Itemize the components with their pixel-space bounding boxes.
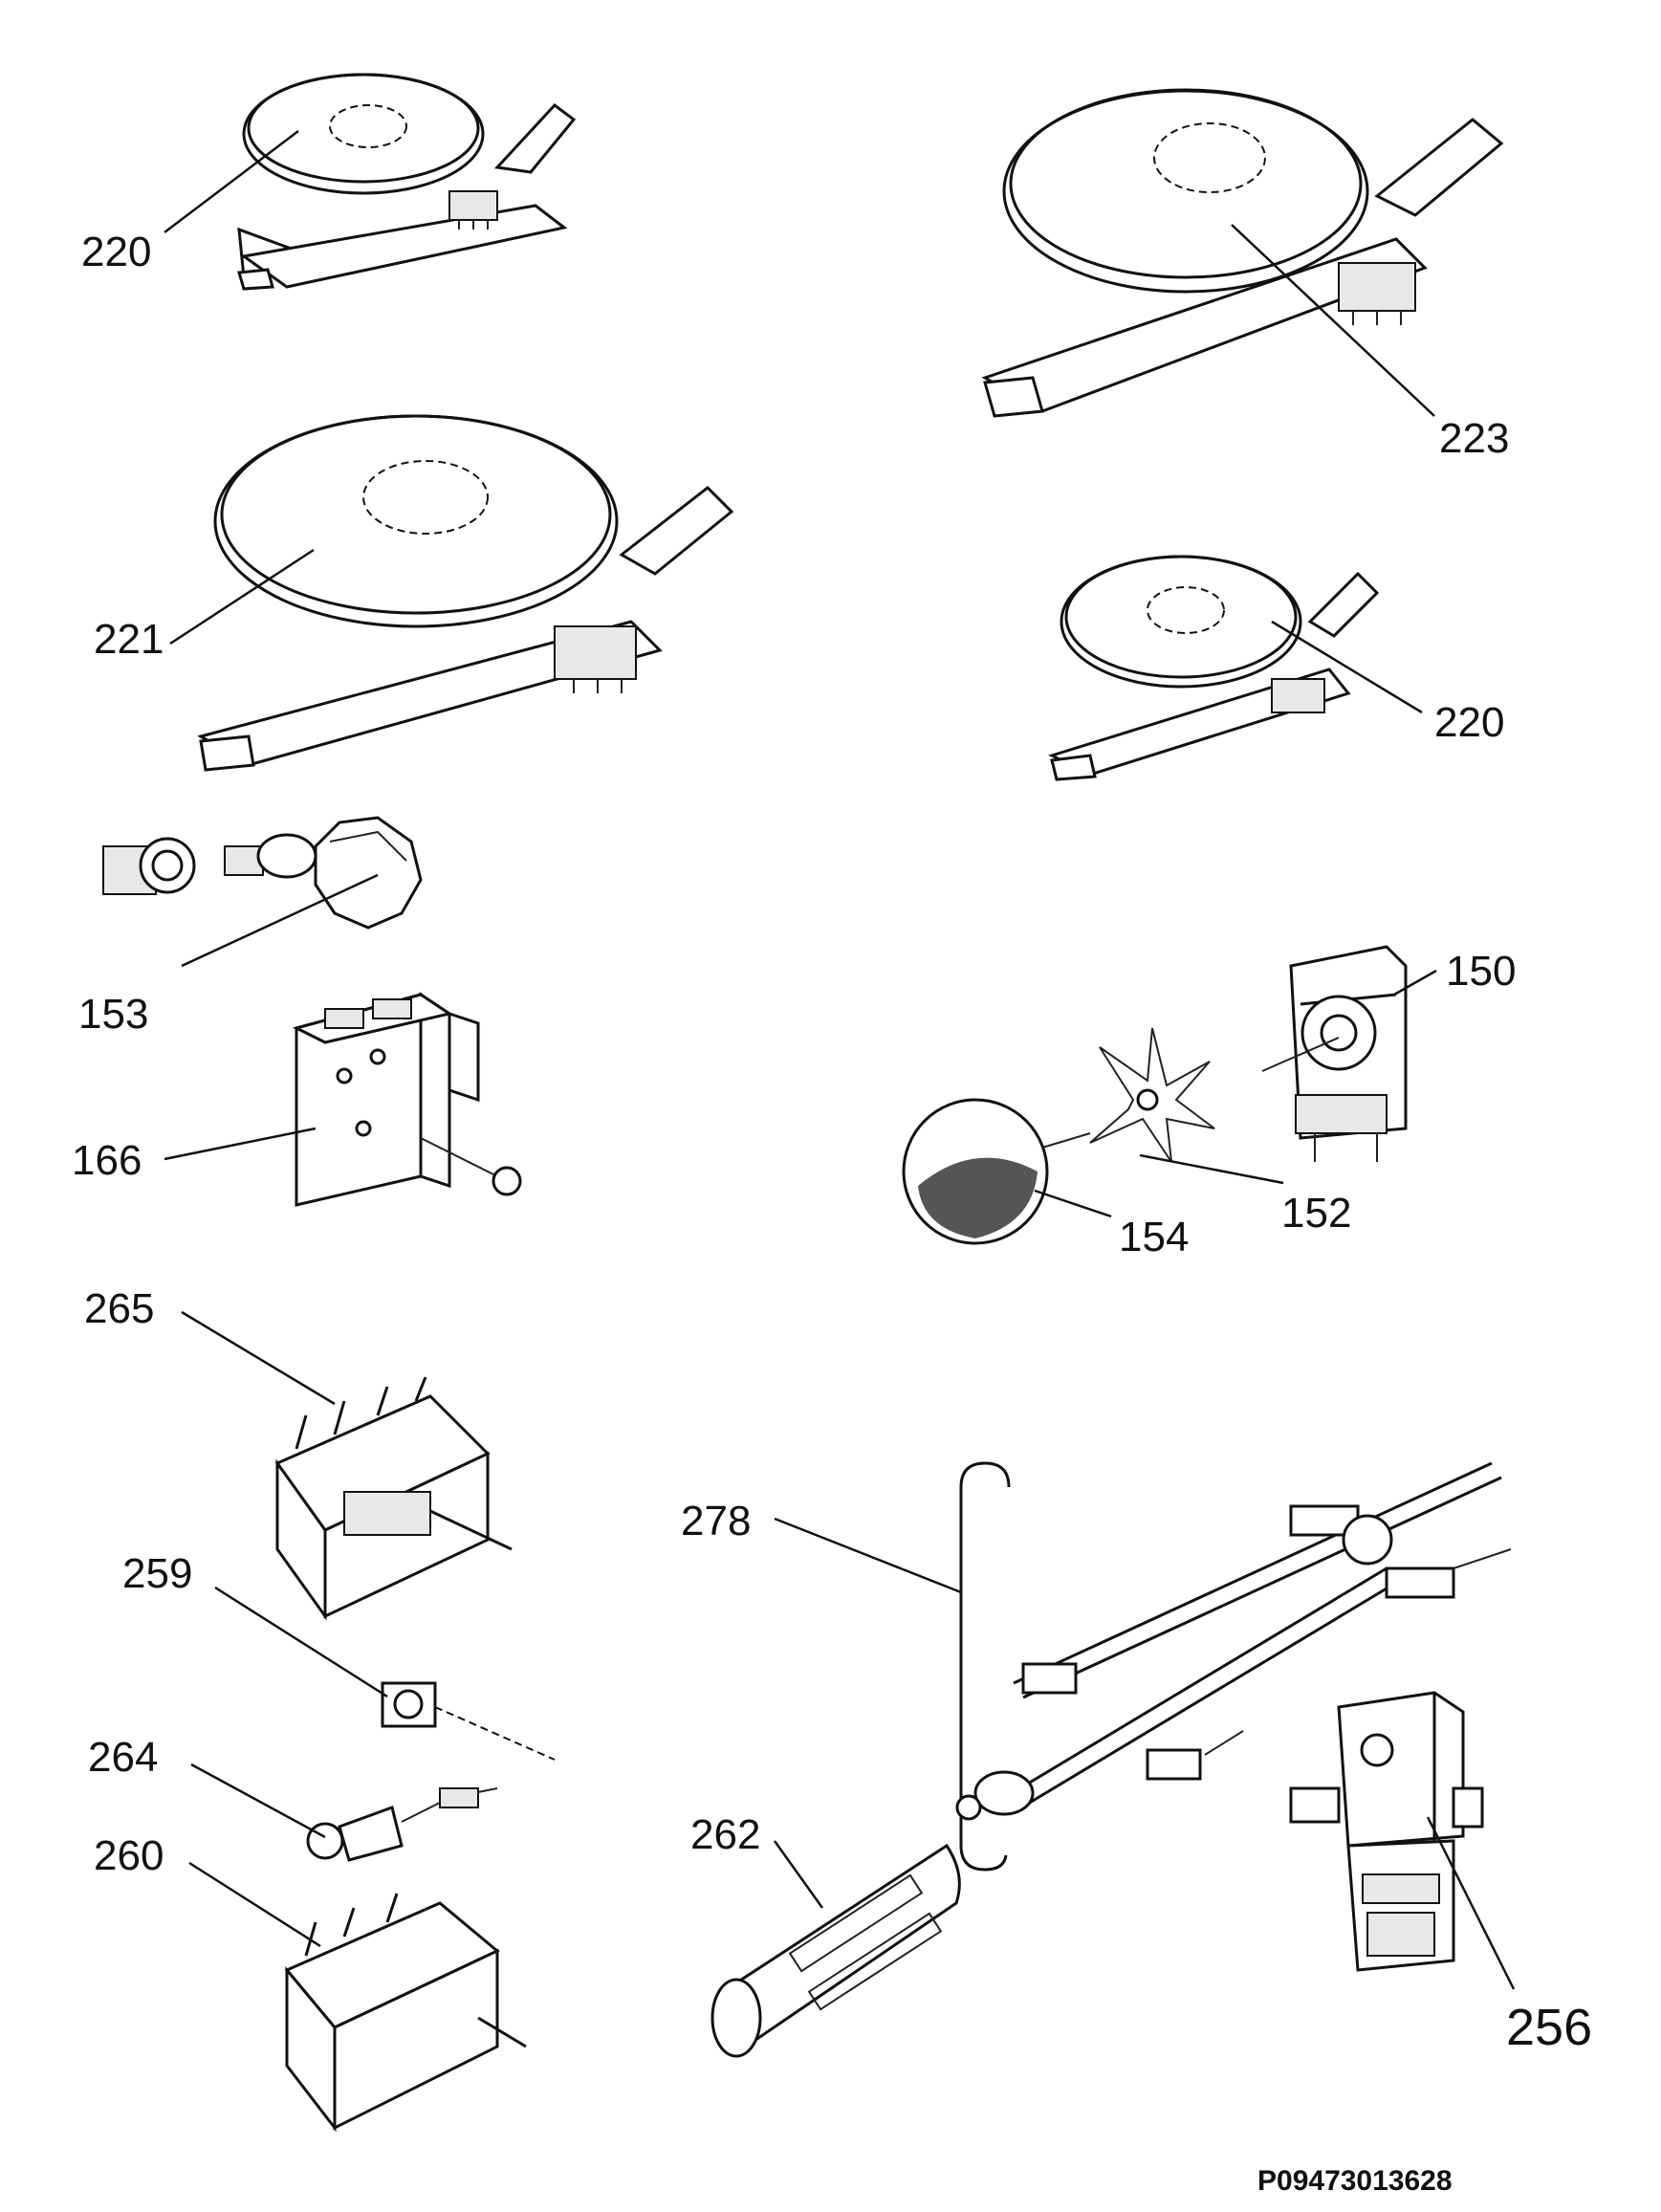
part-label-154: 154 <box>1119 1214 1189 1260</box>
oven-lamp-153 <box>102 816 423 930</box>
part-label-152: 152 <box>1281 1190 1351 1237</box>
selector-switch-260 <box>284 1893 527 2133</box>
part-label-259: 259 <box>122 1550 192 1597</box>
indicator-lamp-264 <box>306 1787 498 1862</box>
fan-motor-150 <box>1261 945 1408 1162</box>
part-label-223: 223 <box>1439 415 1509 462</box>
heater-tube-262 <box>710 1843 961 2058</box>
part-label-264: 264 <box>88 1734 158 1781</box>
hotplate-220-small-right <box>1047 555 1380 781</box>
part-label-220-top: 220 <box>81 229 151 275</box>
thermostat-256 <box>1289 1691 1484 1972</box>
part-label-260: 260 <box>94 1832 164 1879</box>
part-label-150: 150 <box>1446 948 1516 995</box>
fan-cover-154 <box>902 1098 1091 1245</box>
diagram-reference-code: P09473013628 <box>1257 2165 1453 2197</box>
part-label-166: 166 <box>72 1137 142 1184</box>
hotplate-223-large <box>981 88 1504 418</box>
hotplate-221-large <box>197 414 734 772</box>
fan-blade-152 <box>1089 1027 1215 1163</box>
terminal-block-166 <box>292 992 522 1207</box>
leader-lines <box>164 130 1516 1990</box>
part-label-278: 278 <box>681 1498 751 1544</box>
selector-switch-265 <box>274 1376 513 1621</box>
part-labels: 220 223 221 220 153 150 166 152 154 265 … <box>72 229 1592 2197</box>
part-label-221: 221 <box>94 616 164 663</box>
hotplate-220-small-top <box>237 73 577 291</box>
part-label-265: 265 <box>84 1285 154 1332</box>
control-knob-259 <box>381 1681 556 1761</box>
part-label-153: 153 <box>78 991 148 1038</box>
part-label-262: 262 <box>690 1811 760 1858</box>
part-label-256: 256 <box>1506 1999 1592 2056</box>
grill-rod-assembly-278 <box>955 1461 1512 1872</box>
part-label-220-right: 220 <box>1434 699 1504 746</box>
